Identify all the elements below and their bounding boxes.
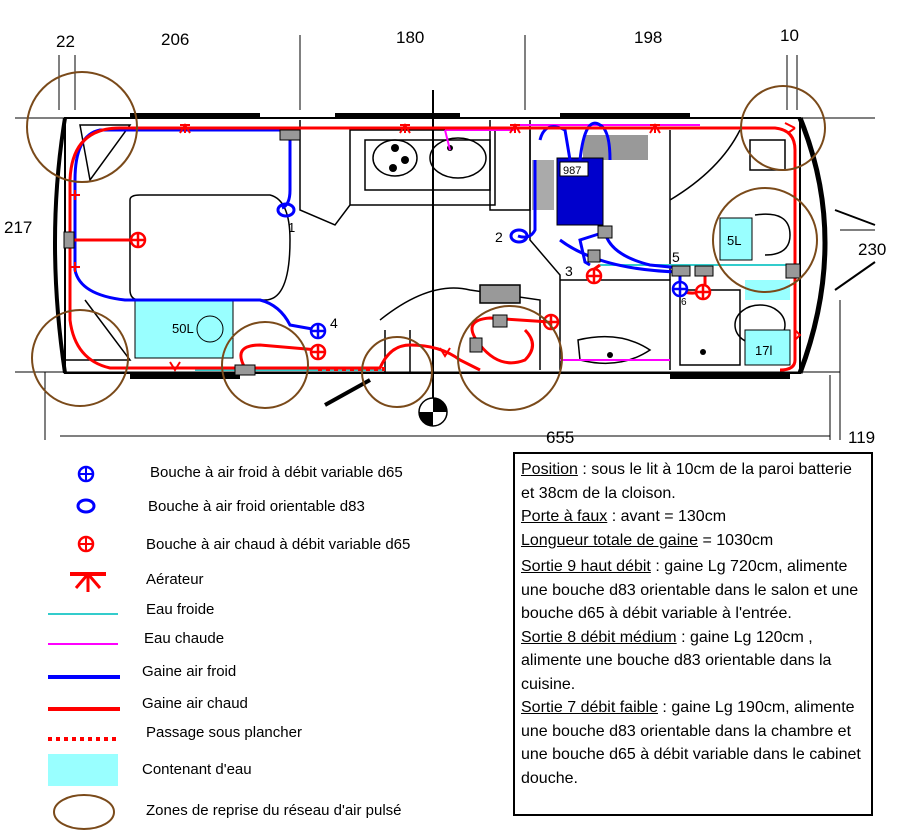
dim-top-4: 198 [634, 28, 663, 47]
note-porte-title: Porte à faux [521, 508, 608, 525]
note-sortie7: Sortie 7 débit faible : gaine Lg 190cm, … [521, 696, 865, 790]
tank-50l [134, 299, 234, 359]
dim-top-3: 180 [396, 28, 425, 47]
legend-label: Bouche à air chaud à débit variable d65 [146, 536, 411, 553]
note-sortie8: Sortie 8 débit médium : gaine Lg 120cm ,… [521, 626, 865, 697]
note-sortie7-title: Sortie 7 débit faible [521, 699, 658, 716]
label-tank-17l: 17l [755, 343, 772, 358]
label-vent-4: 4 [330, 315, 338, 331]
dim-bottom-total: 655 [546, 428, 575, 447]
label-vent-2: 2 [495, 229, 503, 245]
aerator-icons [70, 122, 802, 372]
note-sortie9: Sortie 9 haut débit : gaine Lg 720cm, al… [521, 555, 865, 626]
legend-label: Eau chaude [144, 630, 225, 647]
aerator-icon [70, 572, 106, 592]
notes-box: Position : sous le lit à 10cm de la paro… [513, 452, 873, 816]
cold-variable-vent-icon [77, 465, 95, 483]
cold-variable-vents [309, 280, 689, 340]
hot-air-ducts [68, 126, 797, 372]
note-position: Position : sous le lit à 10cm de la paro… [521, 458, 865, 505]
note-position-text: : sous le lit à 10cm de la paroi batteri… [521, 461, 852, 502]
hot-variable-vent-icon [77, 535, 95, 553]
dim-top-5: 10 [780, 26, 799, 45]
center-axis [418, 90, 448, 427]
note-sortie9-title: Sortie 9 haut débit [521, 558, 651, 575]
interior-furniture [65, 120, 791, 372]
legend-label: Bouche à air froid orientable d83 [148, 498, 365, 515]
note-longueur-text: = 1030cm [698, 531, 774, 549]
label-vent-5: 5 [672, 249, 680, 265]
legend-label: Eau froide [146, 601, 215, 618]
note-sortie8-text: : gaine Lg 120cm , alimente une bouche d… [521, 628, 832, 693]
dim-bottom-right: 119 [848, 428, 876, 447]
legend-label: Contenant d'eau [142, 761, 252, 778]
legend-label: Aérateur [146, 571, 204, 588]
legend-label: Gaine air froid [142, 663, 237, 680]
hot-variable-vents [129, 231, 712, 361]
water-containers [134, 157, 791, 366]
furniture-fills [389, 135, 706, 358]
cold-water-line-icon [48, 613, 118, 615]
underfloor-passage-icon [48, 737, 120, 741]
note-sortie8-title: Sortie 8 débit médium [521, 628, 677, 646]
label-heater: 987 [563, 165, 581, 177]
label-vent-6: 6 [681, 297, 687, 308]
duct-junctions [63, 129, 801, 376]
note-sortie9-text: : gaine Lg 720cm, alimente une bouche d8… [521, 558, 859, 622]
vent-2-icon [509, 228, 529, 244]
hot-duct-line-icon [48, 707, 120, 711]
tank-5l [719, 217, 753, 261]
note-longueur: Longueur totale de gaine = 1030cm [521, 529, 865, 553]
note-porte: Porte à faux : avant = 130cm [521, 505, 865, 529]
label-tank-50l: 50L [172, 321, 194, 336]
vent-1-icon [276, 202, 296, 218]
label-vent-1: 1 [288, 220, 295, 235]
note-porte-text: : avant = 130cm [607, 508, 727, 525]
label-vent-3: 3 [565, 263, 573, 279]
dim-right: 230 [858, 240, 887, 259]
legend-label: Zones de reprise du réseau d'air pulsé [146, 802, 402, 819]
note-position-title: Position [521, 461, 578, 478]
caravan-floor-plan: 1 2 3 4 5 6 50L 5L 17l 987 [15, 35, 876, 440]
cold-adjustable-vent-icon [76, 498, 96, 514]
dim-top-1: 22 [56, 32, 75, 51]
note-sortie7-text: : gaine Lg 190cm, alimente une bouche d8… [521, 699, 861, 787]
dim-top-2: 206 [161, 30, 190, 49]
cold-duct-line-icon [48, 675, 120, 679]
cold-adjustable-vents [276, 202, 529, 244]
recovery-zone-icon [53, 794, 115, 830]
hot-water-line-icon [48, 643, 118, 645]
legend-label: Bouche à air froid à débit variable d65 [150, 464, 403, 481]
water-lines [195, 124, 790, 371]
tank-17l [744, 329, 791, 366]
dim-left: 217 [4, 218, 33, 237]
note-longueur-title: Longueur totale de gaine [521, 531, 699, 549]
water-container-icon [48, 754, 118, 786]
legend-label: Gaine air chaud [142, 695, 248, 712]
label-tank-5l: 5L [727, 233, 741, 248]
recovery-zones [26, 71, 826, 411]
legend-label: Passage sous plancher [146, 724, 302, 741]
